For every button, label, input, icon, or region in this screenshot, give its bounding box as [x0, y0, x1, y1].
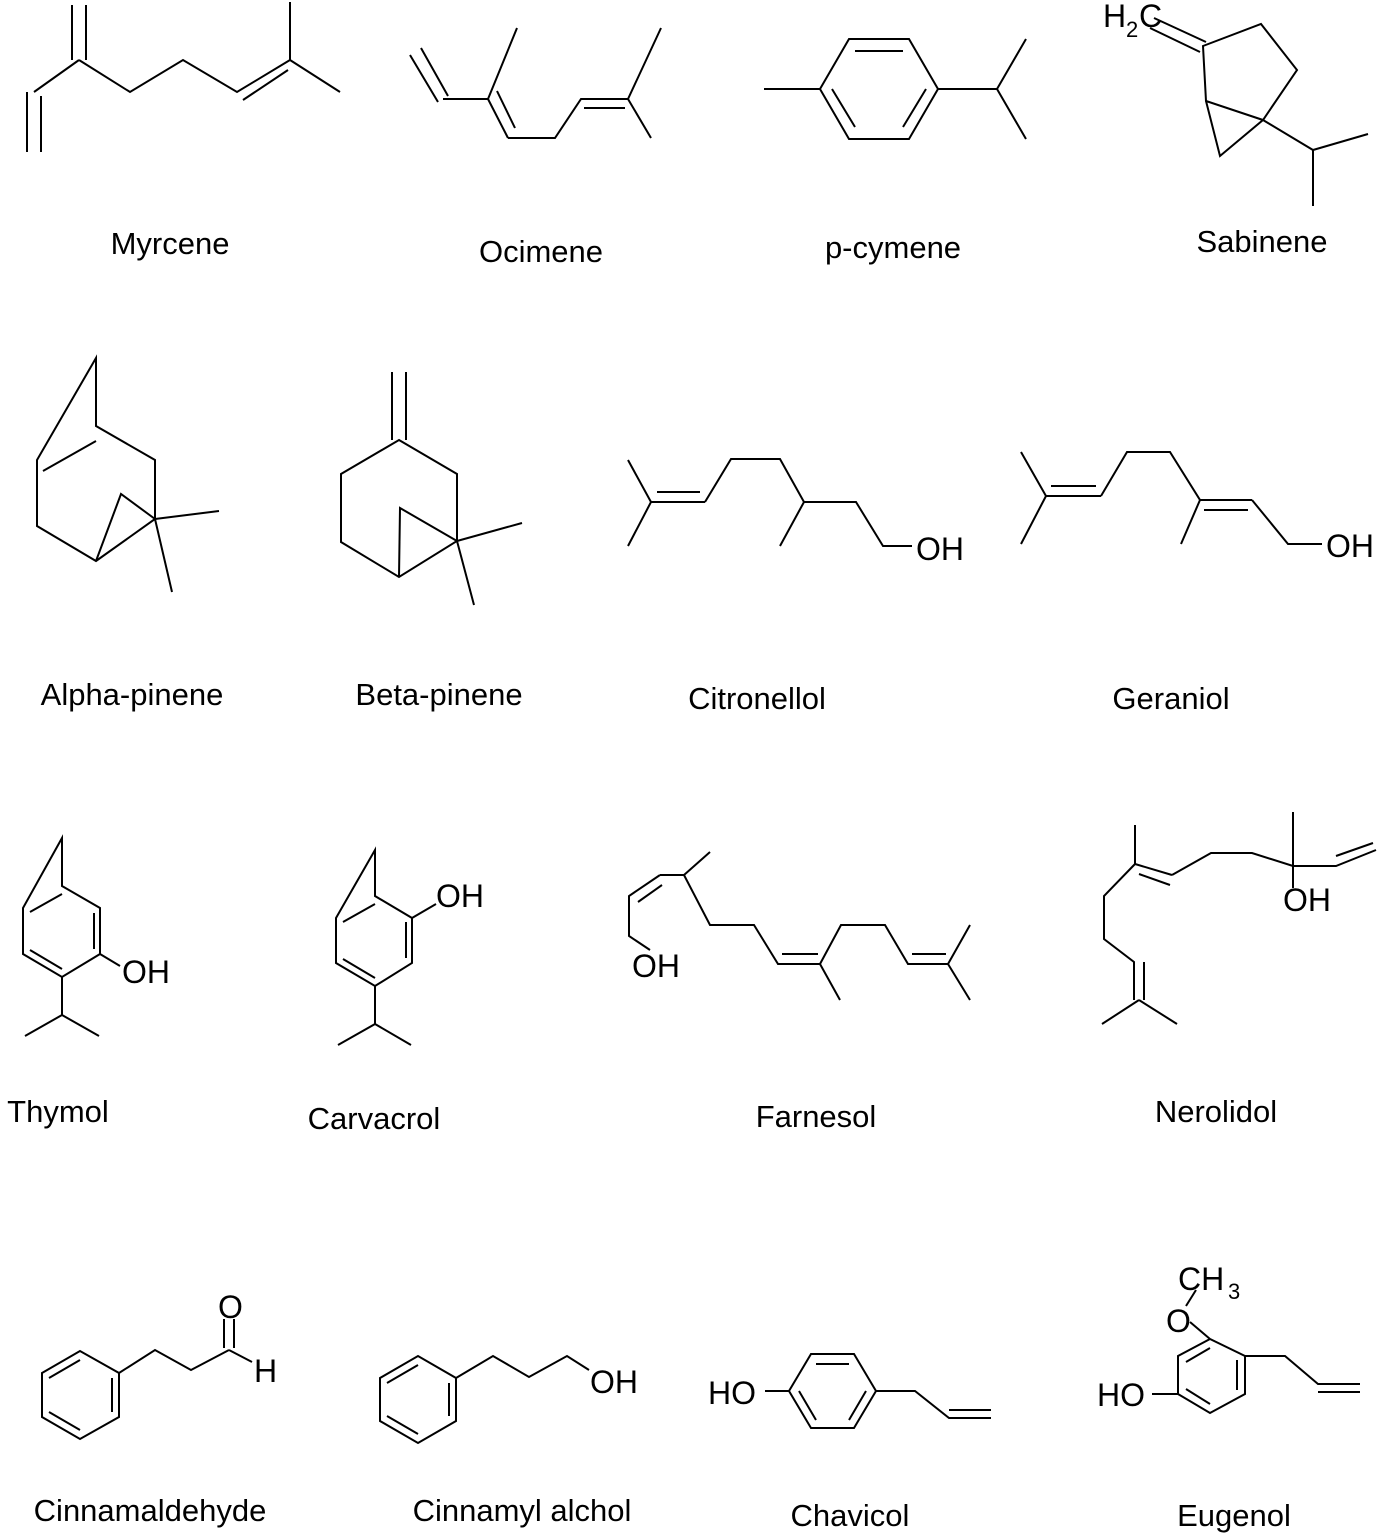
compound-name-thymol: Thymol — [7, 1094, 109, 1129]
compound-name-nerolidol: Nerolidol — [1155, 1094, 1277, 1129]
structure-carvacrol: OH Carvacrol — [308, 846, 484, 1136]
label-chavicol-ho: HO — [708, 1375, 756, 1411]
label-sabinene-c: C — [1139, 0, 1162, 34]
compound-name-beta-pinene: Beta-pinene — [355, 677, 522, 712]
compound-name-eugenol: Eugenol — [1177, 1498, 1291, 1533]
label-sabinene-h: H — [1103, 0, 1126, 34]
label-thymol-oh: OH — [122, 954, 170, 990]
structure-eugenol: CH 3 O HO Eugenol — [1097, 1261, 1360, 1533]
label-cinnamaldehyde-h: H — [254, 1353, 277, 1389]
label-eugenol-ho: HO — [1097, 1377, 1145, 1413]
compound-name-ocimene: Ocimene — [479, 234, 603, 269]
structure-nerolidol: OH Nerolidol — [1101, 812, 1377, 1129]
compound-name-farnesol: Farnesol — [756, 1099, 877, 1134]
compound-name-p-cymene: p-cymene — [825, 230, 961, 265]
label-eugenol-ch: CH — [1178, 1261, 1224, 1297]
label-sabinene-2: 2 — [1126, 17, 1138, 42]
compound-name-sabinene: Sabinene — [1196, 224, 1327, 259]
structure-p-cymene: p-cymene — [764, 38, 1027, 265]
label-nerolidol-oh: OH — [1283, 882, 1331, 918]
structure-sabinene: H 2 C Sabinene — [1103, 0, 1369, 259]
compound-name-citronellol: Citronellol — [688, 681, 826, 716]
structure-myrcene: Myrcene — [26, 2, 341, 261]
structure-citronellol: OH Citronellol — [627, 458, 964, 716]
structure-farnesol: OH Farnesol — [628, 851, 971, 1134]
compound-name-geraniol: Geraniol — [1112, 681, 1229, 716]
label-carvacrol-oh: OH — [436, 878, 484, 914]
structure-cinnamyl-alcohol: OH Cinnamyl alchol — [379, 1354, 638, 1528]
compound-name-chavicol: Chavicol — [791, 1498, 910, 1533]
compound-name-myrcene: Myrcene — [111, 226, 230, 261]
structure-chavicol: HO Chavicol — [708, 1353, 991, 1533]
structure-geraniol: OH Geraniol — [1020, 451, 1374, 716]
compound-name-alpha-pinene: Alpha-pinene — [41, 677, 224, 712]
label-eugenol-o: O — [1166, 1303, 1191, 1339]
label-farnesol-oh: OH — [632, 948, 680, 984]
label-eugenol-3: 3 — [1228, 1279, 1240, 1304]
label-cinnamaldehyde-o: O — [218, 1289, 243, 1325]
compound-name-cinnamyl-alcohol: Cinnamyl alchol — [413, 1493, 632, 1528]
structure-cinnamaldehyde: O H Cinnamaldehyde — [34, 1289, 277, 1528]
label-citronellol-oh: OH — [916, 531, 964, 567]
structure-ocimene: Ocimene — [409, 27, 662, 269]
structure-thymol: OH Thymol — [7, 834, 170, 1129]
label-cinnamyl-alcohol-oh: OH — [590, 1364, 638, 1400]
compound-name-cinnamaldehyde: Cinnamaldehyde — [34, 1493, 267, 1528]
compound-name-carvacrol: Carvacrol — [308, 1101, 441, 1136]
structure-alpha-pinene: Alpha-pinene — [36, 354, 224, 712]
label-geraniol-oh: OH — [1326, 528, 1374, 564]
structure-beta-pinene: Beta-pinene — [340, 372, 523, 712]
